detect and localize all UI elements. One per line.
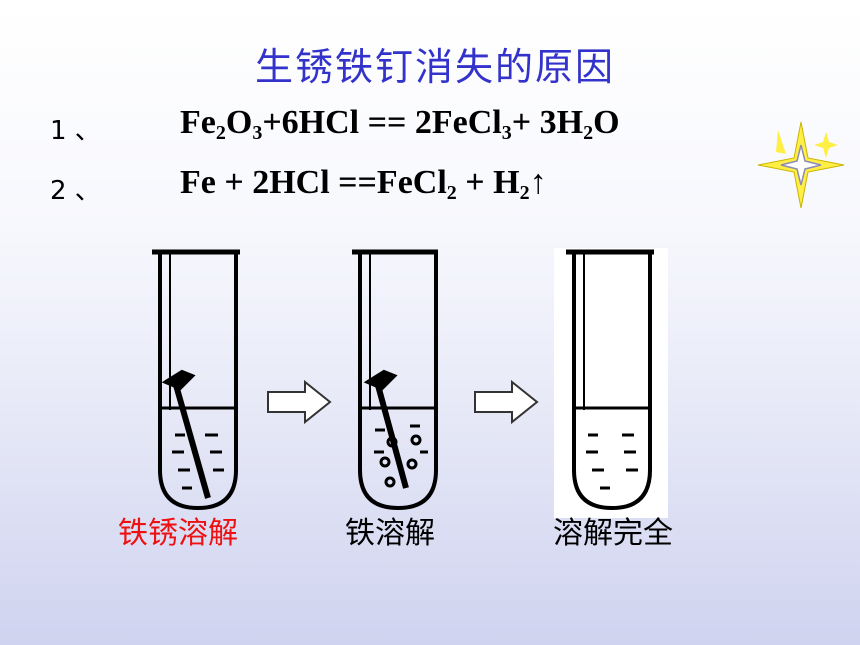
caption-fully-dissolved: 溶解完全 xyxy=(553,516,673,551)
test-tube-3 xyxy=(566,249,654,511)
equation-number: 2 、 xyxy=(50,176,101,206)
arrow-right-icon xyxy=(267,379,332,425)
equation-formula: Fe + 2HCl ==FeCl2 + H2↑ xyxy=(180,164,547,204)
equation-row-1: 1 、 Fe2O3+6HCl == 2FeCl3+ 3H2O xyxy=(50,104,830,154)
equation-number: 1 、 xyxy=(50,116,101,146)
test-tube-1 xyxy=(152,249,240,511)
caption-rust-dissolves: 铁锈溶解 xyxy=(118,516,238,551)
equation-formula: Fe2O3+6HCl == 2FeCl3+ 3H2O xyxy=(180,104,620,144)
test-tube-diagram xyxy=(152,248,668,518)
arrow-right-icon xyxy=(474,379,539,425)
test-tube-2 xyxy=(352,249,438,511)
page-title: 生锈铁钉消失的原因 xyxy=(254,45,615,89)
sparkle-icon xyxy=(757,121,845,209)
equation-row-2: 2 、 Fe + 2HCl ==FeCl2 + H2↑ xyxy=(50,164,830,214)
caption-iron-dissolves: 铁溶解 xyxy=(345,516,435,551)
